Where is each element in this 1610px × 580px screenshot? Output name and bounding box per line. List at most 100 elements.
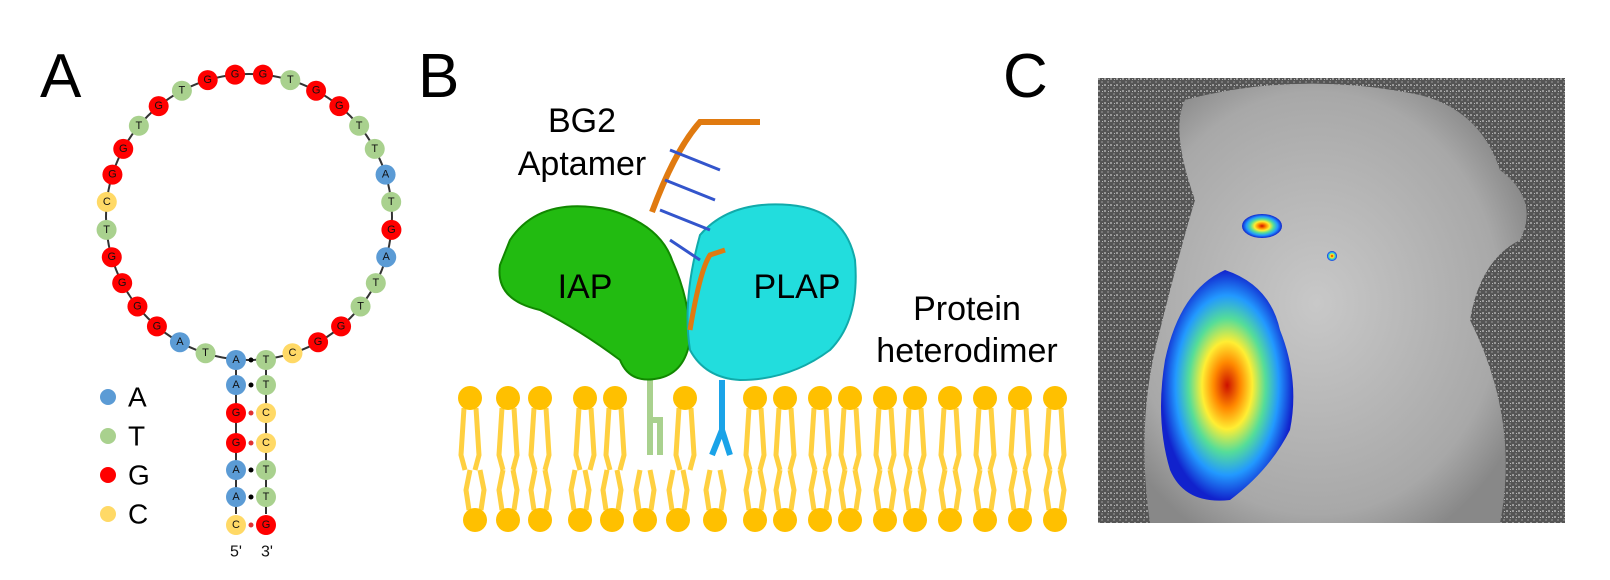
- loop-nucleotide: T: [364, 138, 385, 159]
- nucleotide-dot: [256, 487, 276, 507]
- stem-3-nucleotide: C: [256, 433, 276, 453]
- nucleotide-dot: [128, 115, 149, 136]
- loop-nucleotide: G: [146, 316, 167, 337]
- nucleotide-letter: T: [357, 300, 364, 312]
- lipid-bottom: [838, 469, 862, 532]
- nucleotide-dot: [195, 343, 216, 364]
- lipid-top: [838, 386, 862, 471]
- dimer-label-line2: heterodimer: [876, 332, 1057, 370]
- lipid-bilayer: [458, 386, 1067, 532]
- lipid-bottom: [633, 469, 657, 532]
- nucleotide-dot: [375, 164, 396, 185]
- nucleotide-dot: [148, 96, 169, 117]
- stem-3-nucleotide: T: [256, 460, 276, 480]
- loop-nucleotide: C: [282, 343, 303, 364]
- lipid-top: [743, 386, 767, 471]
- base-pair-dot: [248, 467, 254, 473]
- iap-protein: [498, 205, 692, 381]
- stem-5-nucleotide: C: [226, 515, 246, 535]
- nucleotide-dot: [280, 70, 301, 91]
- lipid-bottom: [600, 469, 624, 532]
- panel-label-b: B: [418, 42, 459, 111]
- loop-nucleotide: G: [127, 296, 148, 317]
- lipid-top: [573, 386, 597, 471]
- nucleotide-letter: A: [232, 491, 240, 503]
- nucleotide-letter: T: [263, 354, 270, 366]
- plap-label: PLAP: [754, 268, 841, 306]
- loop-nucleotide: T: [381, 191, 402, 212]
- lipid-bottom: [903, 469, 927, 532]
- nucleotide-letter: G: [154, 100, 163, 112]
- loop-nucleotide: G: [197, 70, 218, 91]
- nucleotide-dot: [225, 64, 246, 85]
- nucleotide-letter: A: [383, 251, 391, 263]
- lipid-bottom: [528, 469, 552, 532]
- nucleotide-dot: [226, 487, 246, 507]
- plap-protein: [686, 203, 857, 382]
- loop-nucleotide: G: [308, 332, 329, 353]
- nucleotide-dot: [169, 332, 190, 353]
- nucleotide-letter: G: [107, 251, 116, 263]
- nucleotide-letter: T: [135, 120, 142, 132]
- nucleotide-letter: T: [263, 491, 270, 503]
- loop-backbone: [105, 73, 393, 361]
- dna-bases: [659, 148, 721, 262]
- nucleotide-letter: G: [118, 277, 127, 289]
- panel-label-a: A: [40, 42, 82, 111]
- nucleotide-letter: C: [103, 196, 111, 208]
- lipid-top: [528, 386, 552, 471]
- lipid-bottom: [496, 469, 520, 532]
- nucleotide-letter: A: [232, 464, 240, 476]
- loop-nucleotide: A: [376, 247, 397, 268]
- loop-nucleotide: G: [225, 64, 246, 85]
- lipid-bottom: [568, 469, 592, 532]
- nucleotide-dot: [308, 332, 329, 353]
- loop-nucleotide: T: [96, 219, 117, 240]
- legend-dot-c: [100, 506, 116, 522]
- nucleotide-letter: T: [202, 347, 209, 359]
- nucleotide-dot: [127, 296, 148, 317]
- nucleotide-dot: [226, 460, 246, 480]
- secondary-signal: [1242, 214, 1282, 238]
- stem-5-nucleotide: A: [226, 375, 246, 395]
- nucleotide-letter: G: [387, 224, 396, 236]
- base-pair-dot: [248, 382, 254, 388]
- iap-anchor: [647, 380, 663, 455]
- small-signal: [1327, 251, 1337, 261]
- nucleotide-dot: [381, 219, 402, 240]
- nucleotide-letter: G: [203, 74, 212, 86]
- nucleotide-letter: T: [372, 277, 379, 289]
- nucleotide-dot: [349, 115, 370, 136]
- nucleotide-dot: [365, 273, 386, 294]
- stem-5-nucleotide: G: [226, 403, 246, 423]
- nucleotide-letter: A: [176, 336, 184, 348]
- nucleotide-dot: [226, 515, 246, 535]
- lipid-bottom: [703, 469, 727, 532]
- nucleotide-dot: [256, 433, 276, 453]
- nucleotide-letter: T: [388, 196, 395, 208]
- lipid-bottom: [973, 469, 997, 532]
- nucleotide-letter: G: [314, 336, 323, 348]
- nucleotide-dot: [331, 316, 352, 337]
- stem-3-nucleotide: G: [256, 515, 276, 535]
- nucleotide-letter: C: [262, 407, 270, 419]
- stem-3-nucleotide: T: [256, 487, 276, 507]
- nucleotide-dot: [350, 296, 371, 317]
- loop-nucleotide: T: [195, 343, 216, 364]
- lipid-top: [873, 386, 897, 471]
- nucleotide-dot: [256, 460, 276, 480]
- nucleotide-letter: G: [337, 320, 346, 332]
- nucleotide-letter: C: [262, 437, 270, 449]
- nucleotide-letter: G: [232, 437, 241, 449]
- stem-5-nucleotide: A: [226, 487, 246, 507]
- nucleotide-letter: G: [231, 69, 240, 81]
- lipid-top: [458, 386, 482, 471]
- nucleotide-letter: T: [371, 143, 378, 155]
- tumor-signal: [1161, 270, 1294, 501]
- nucleotide-letter: A: [232, 354, 240, 366]
- nucleotide-dot: [256, 375, 276, 395]
- nucleotide-dot: [226, 433, 246, 453]
